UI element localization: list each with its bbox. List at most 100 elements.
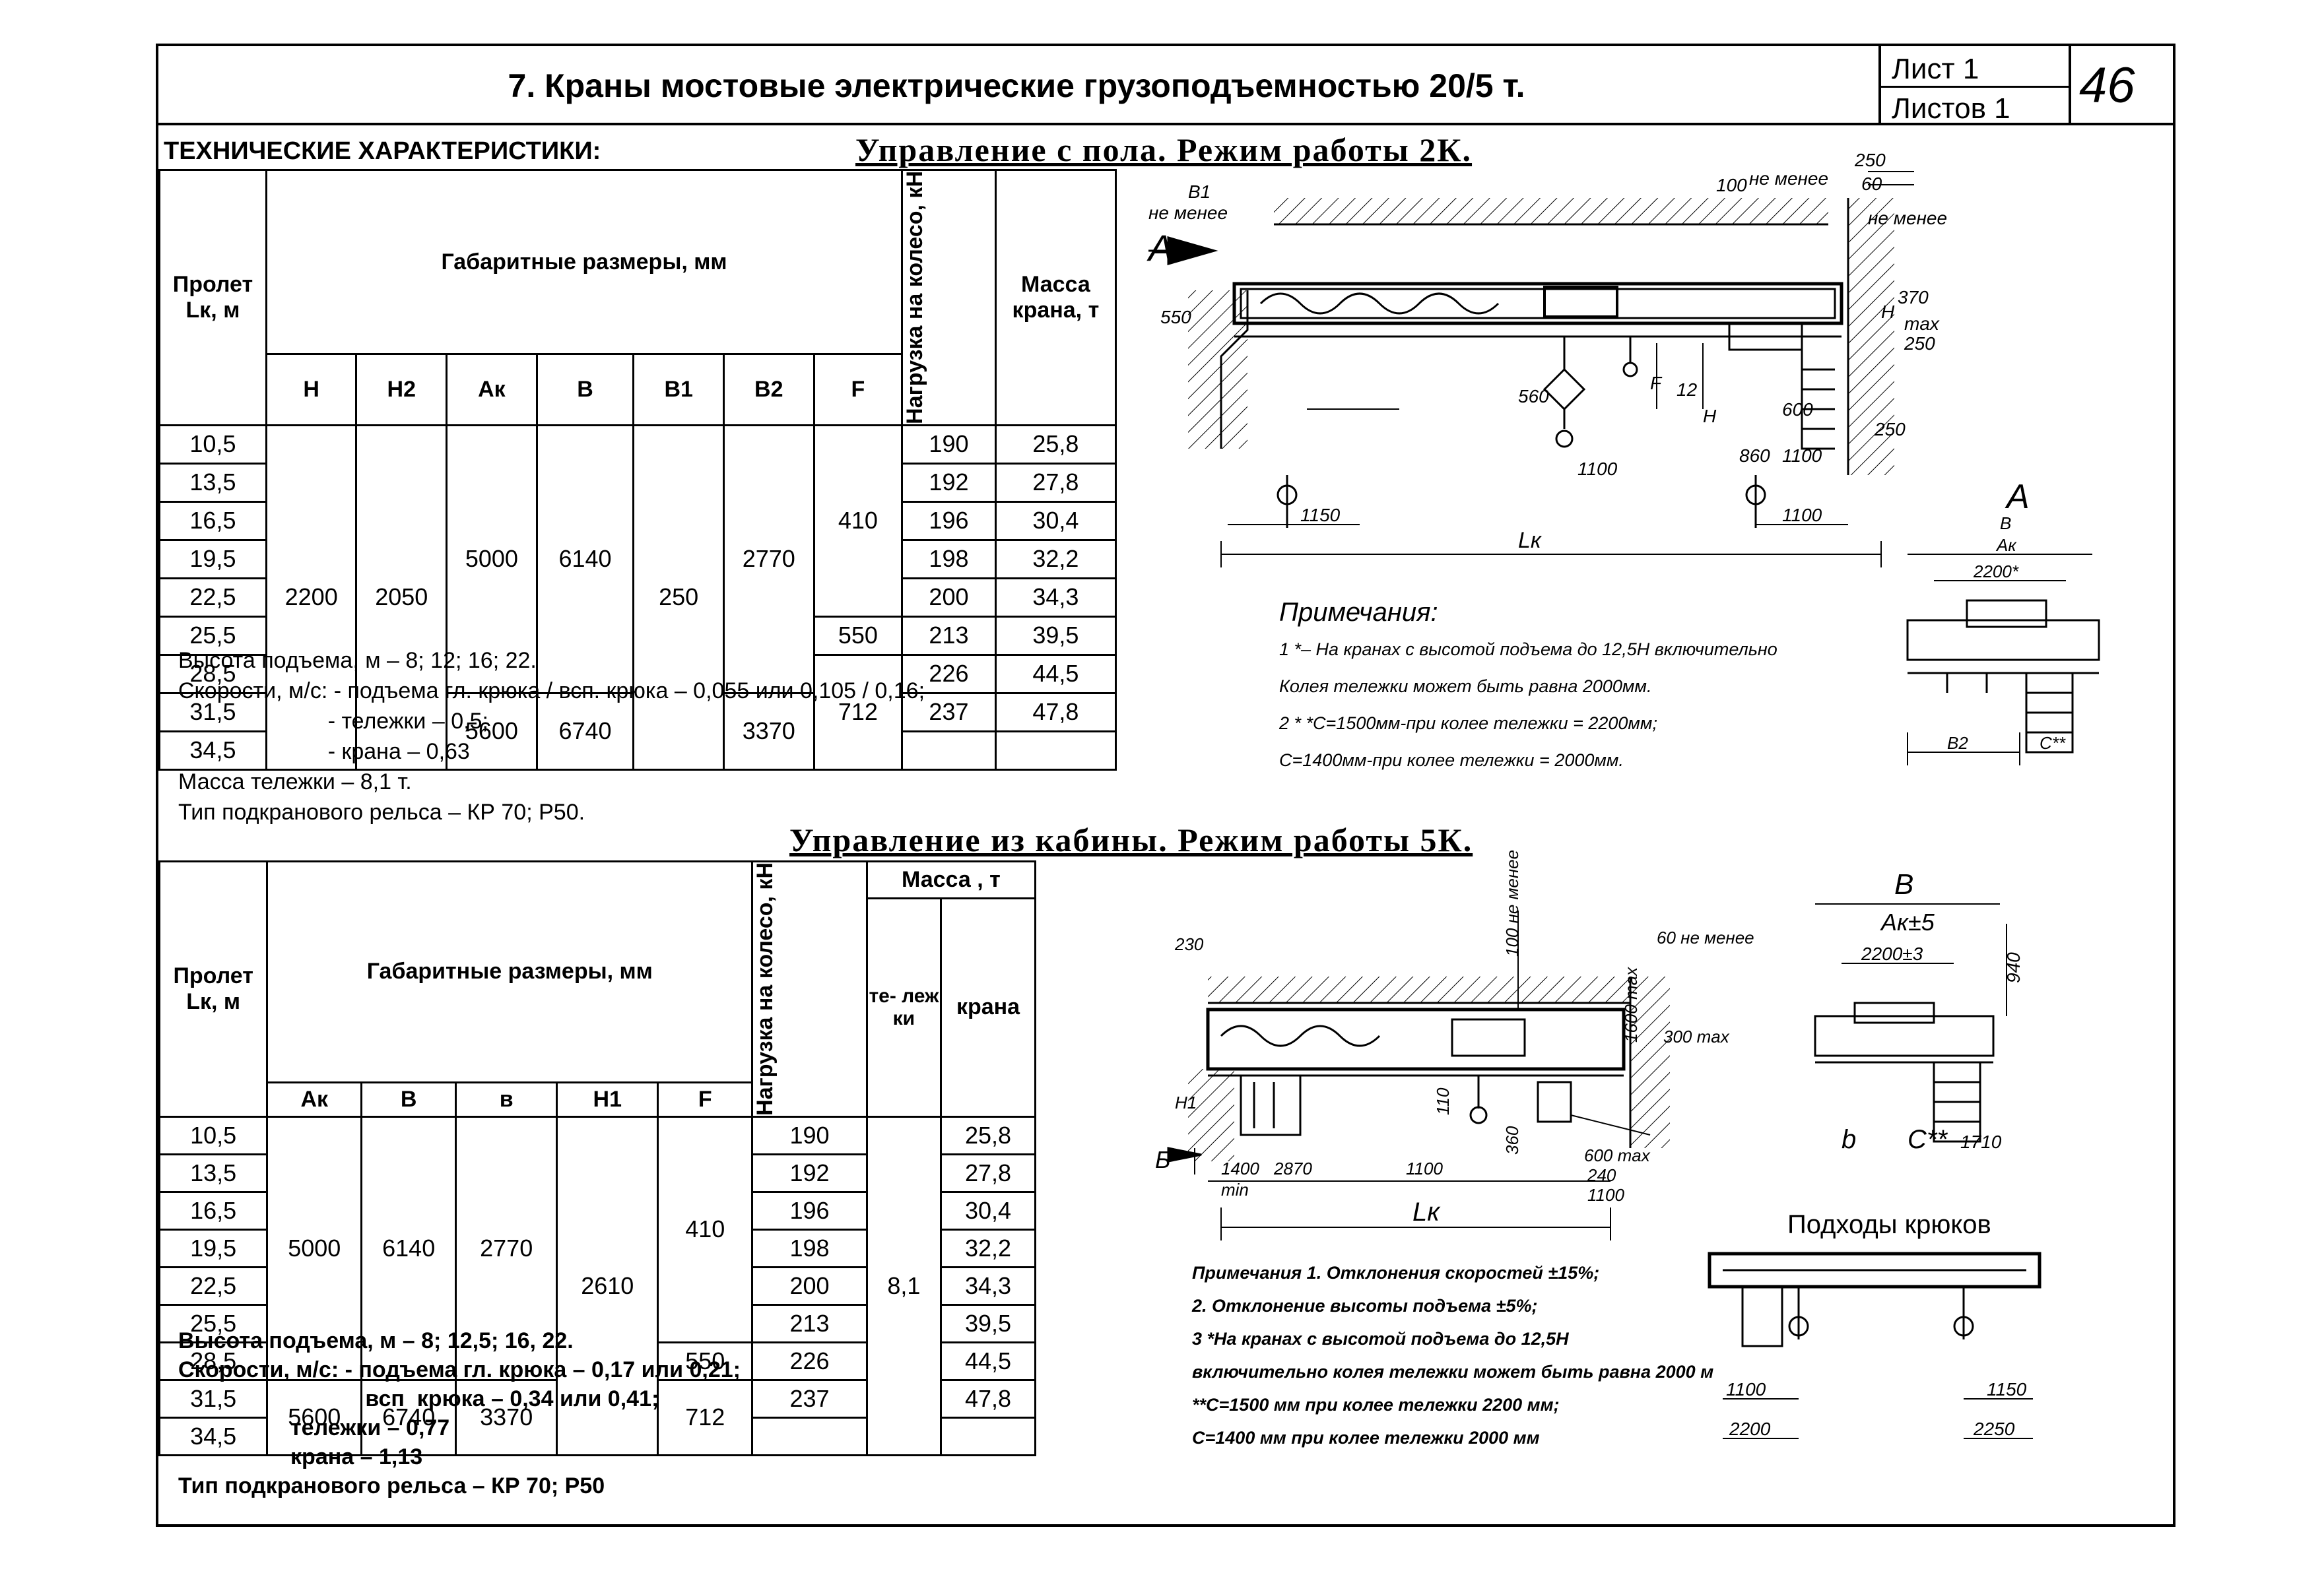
load-cell: 190 (751, 1115, 868, 1155)
note-line: Примечания: (1279, 598, 1438, 627)
mass-cell: 27,8 (940, 1153, 1036, 1193)
page-title: 7. Краны мостовые электрические грузопод… (508, 67, 1525, 104)
subhead-b-small: в (455, 1081, 558, 1118)
dim-label: 1100 (1726, 1379, 1766, 1400)
ak-cell: 5000 (266, 1115, 363, 1381)
col-dims-header: Габаритные размеры, мм (265, 168, 904, 356)
dim-label: 1150 (1300, 505, 1341, 525)
span-cell: 13,5 (158, 1153, 269, 1193)
subhead-ak: Ак (446, 353, 538, 426)
dim-label: 1100 (1406, 1159, 1443, 1178)
table-row: 31,5 5600 6740 3370 237 47,8 (158, 692, 1117, 771)
dim-label: b (1842, 1125, 1856, 1154)
dim-label: 2200* (1973, 562, 2019, 581)
subhead-b1: В1 (632, 353, 725, 426)
note-line: Примечания 1. Отклонения скоростей ±15%; (1192, 1263, 1600, 1283)
note-line: 2. Отклонение высоты подъема ±5%; (1192, 1296, 1538, 1316)
load-cell: 198 (751, 1228, 868, 1268)
dim-label: 560 (1518, 386, 1549, 406)
span-cell: 19,5 (158, 538, 267, 579)
subhead-b2: В2 (722, 353, 815, 426)
dim-label: 240 (1587, 1165, 1616, 1185)
note-line: Скорости, м/с: - подъема гл. крюка – 0,1… (178, 1357, 741, 1382)
load-cell: 226 (901, 653, 997, 694)
subhead-f: F (813, 353, 904, 426)
b-small-cell: 3370 (455, 1378, 558, 1456)
table-row: 13,5 192 27,8 (158, 1153, 1036, 1193)
crane-view-a-drawing: А В Ак 2200* В2 С** (1906, 478, 2100, 765)
dim-label: 600 (1782, 399, 1813, 420)
dim-label: 60 (1861, 174, 1882, 194)
table-row: 16,5 196 30,4 (158, 500, 1117, 541)
dim-label: не менее (1868, 208, 1947, 228)
crane-floor-side-drawing: В1 не менее А 550 100 не менее 250 60 не… (1146, 150, 1947, 567)
b-cell: 6740 (535, 692, 635, 771)
span-cell: 16,5 (158, 500, 267, 541)
table-row: 22,5 200 34,3 (158, 577, 1117, 618)
dim-label: 1150 (1987, 1379, 2027, 1400)
view-marker-a: А (1146, 227, 1173, 269)
dim-label: 360 (1502, 1126, 1522, 1155)
mass-cell (994, 730, 1117, 771)
table-row: 28,5 550 226 44,5 (158, 1341, 1036, 1381)
dim-label: 100 (1716, 175, 1747, 195)
h-cell: 2200 (265, 424, 358, 771)
load-cell: 237 (751, 1378, 868, 1419)
dim-label: С** (1908, 1125, 1948, 1154)
note-line: включительно колея тележки может быть ра… (1192, 1362, 1714, 1382)
mass-cell: 30,4 (994, 500, 1117, 541)
dim-label: max (1904, 313, 1940, 334)
col-load-header: Нагрузка на колесо, кН (751, 860, 868, 1118)
mass-cell: 25,8 (994, 424, 1117, 465)
h2-cell: 2050 (355, 424, 448, 771)
dim-label: 300 max (1663, 1027, 1730, 1046)
dim-label: 1400 (1221, 1159, 1259, 1178)
dim-label: Н (1881, 302, 1895, 322)
drawing-notes-5k: Примечания 1. Отклонения скоростей ±15%;… (1192, 1256, 1713, 1454)
load-cell (751, 1416, 868, 1456)
f-cell: 712 (813, 653, 904, 771)
view-marker-b: Б (1155, 1146, 1170, 1173)
section2-heading: Управление из кабины. Режим работы 5К. (789, 821, 1473, 858)
subhead-h1: Н1 (556, 1081, 659, 1118)
load-cell: 213 (901, 615, 997, 656)
mass-cell: 25,8 (940, 1115, 1036, 1155)
span-cell: 16,5 (158, 1190, 269, 1231)
span-cell: 28,5 (158, 653, 267, 694)
mass-cell: 47,8 (940, 1378, 1036, 1419)
h1-cell: 2610 (556, 1115, 659, 1456)
dim-label-lk: Lк (1412, 1198, 1441, 1227)
note-line: Тип подкранового рельса – КР 70; Р50 (178, 1473, 605, 1498)
dim-label: 600 max (1584, 1145, 1651, 1165)
spec-table-2k: Пролет Lк, м Габаритные размеры, мм Нагр… (158, 168, 1117, 771)
load-cell: 200 (751, 1266, 868, 1306)
span-cell: 34,5 (158, 730, 267, 771)
f-cell: 550 (813, 615, 904, 656)
subhead-f: F (657, 1081, 754, 1118)
dim-label: не менее (1749, 168, 1828, 189)
dim-label: не менее (1148, 203, 1228, 223)
ak-cell: 5600 (266, 1378, 363, 1456)
load-cell: 196 (901, 500, 997, 541)
note-line: Колея тележки может быть равна 2000мм. (1279, 676, 1652, 696)
col-span-header: Пролет Lк, м (158, 169, 267, 426)
mass-cell: 39,5 (940, 1303, 1036, 1343)
table-row: 13,5 192 27,8 (158, 462, 1117, 503)
table-row: 19,5 198 32,2 (158, 538, 1117, 579)
mass-cell: 30,4 (940, 1190, 1036, 1231)
table-row: 34,5 (158, 730, 1117, 771)
dim-label: Ак±5 (1880, 909, 1935, 936)
title-divider (158, 123, 2173, 125)
dim-label-lk: Lк (1518, 528, 1543, 553)
subhead-b: В (535, 353, 635, 426)
mass-cell: 44,5 (994, 653, 1117, 694)
span-cell: 25,5 (158, 1303, 269, 1343)
dim-label: 1600 max (1621, 967, 1641, 1043)
tech-heading: ТЕХНИЧЕСКИЕ ХАРАКТЕРИСТИКИ: (164, 137, 601, 165)
f-cell: 550 (657, 1341, 754, 1381)
dim-label: 860 (1739, 445, 1770, 466)
b-cell: 6140 (360, 1115, 457, 1381)
b-small-cell: 2770 (455, 1115, 558, 1381)
notes-2k: Высота подъема, м – 8; 12; 16; 22. Скоро… (178, 645, 925, 827)
b1-cell: 250 (632, 424, 725, 771)
